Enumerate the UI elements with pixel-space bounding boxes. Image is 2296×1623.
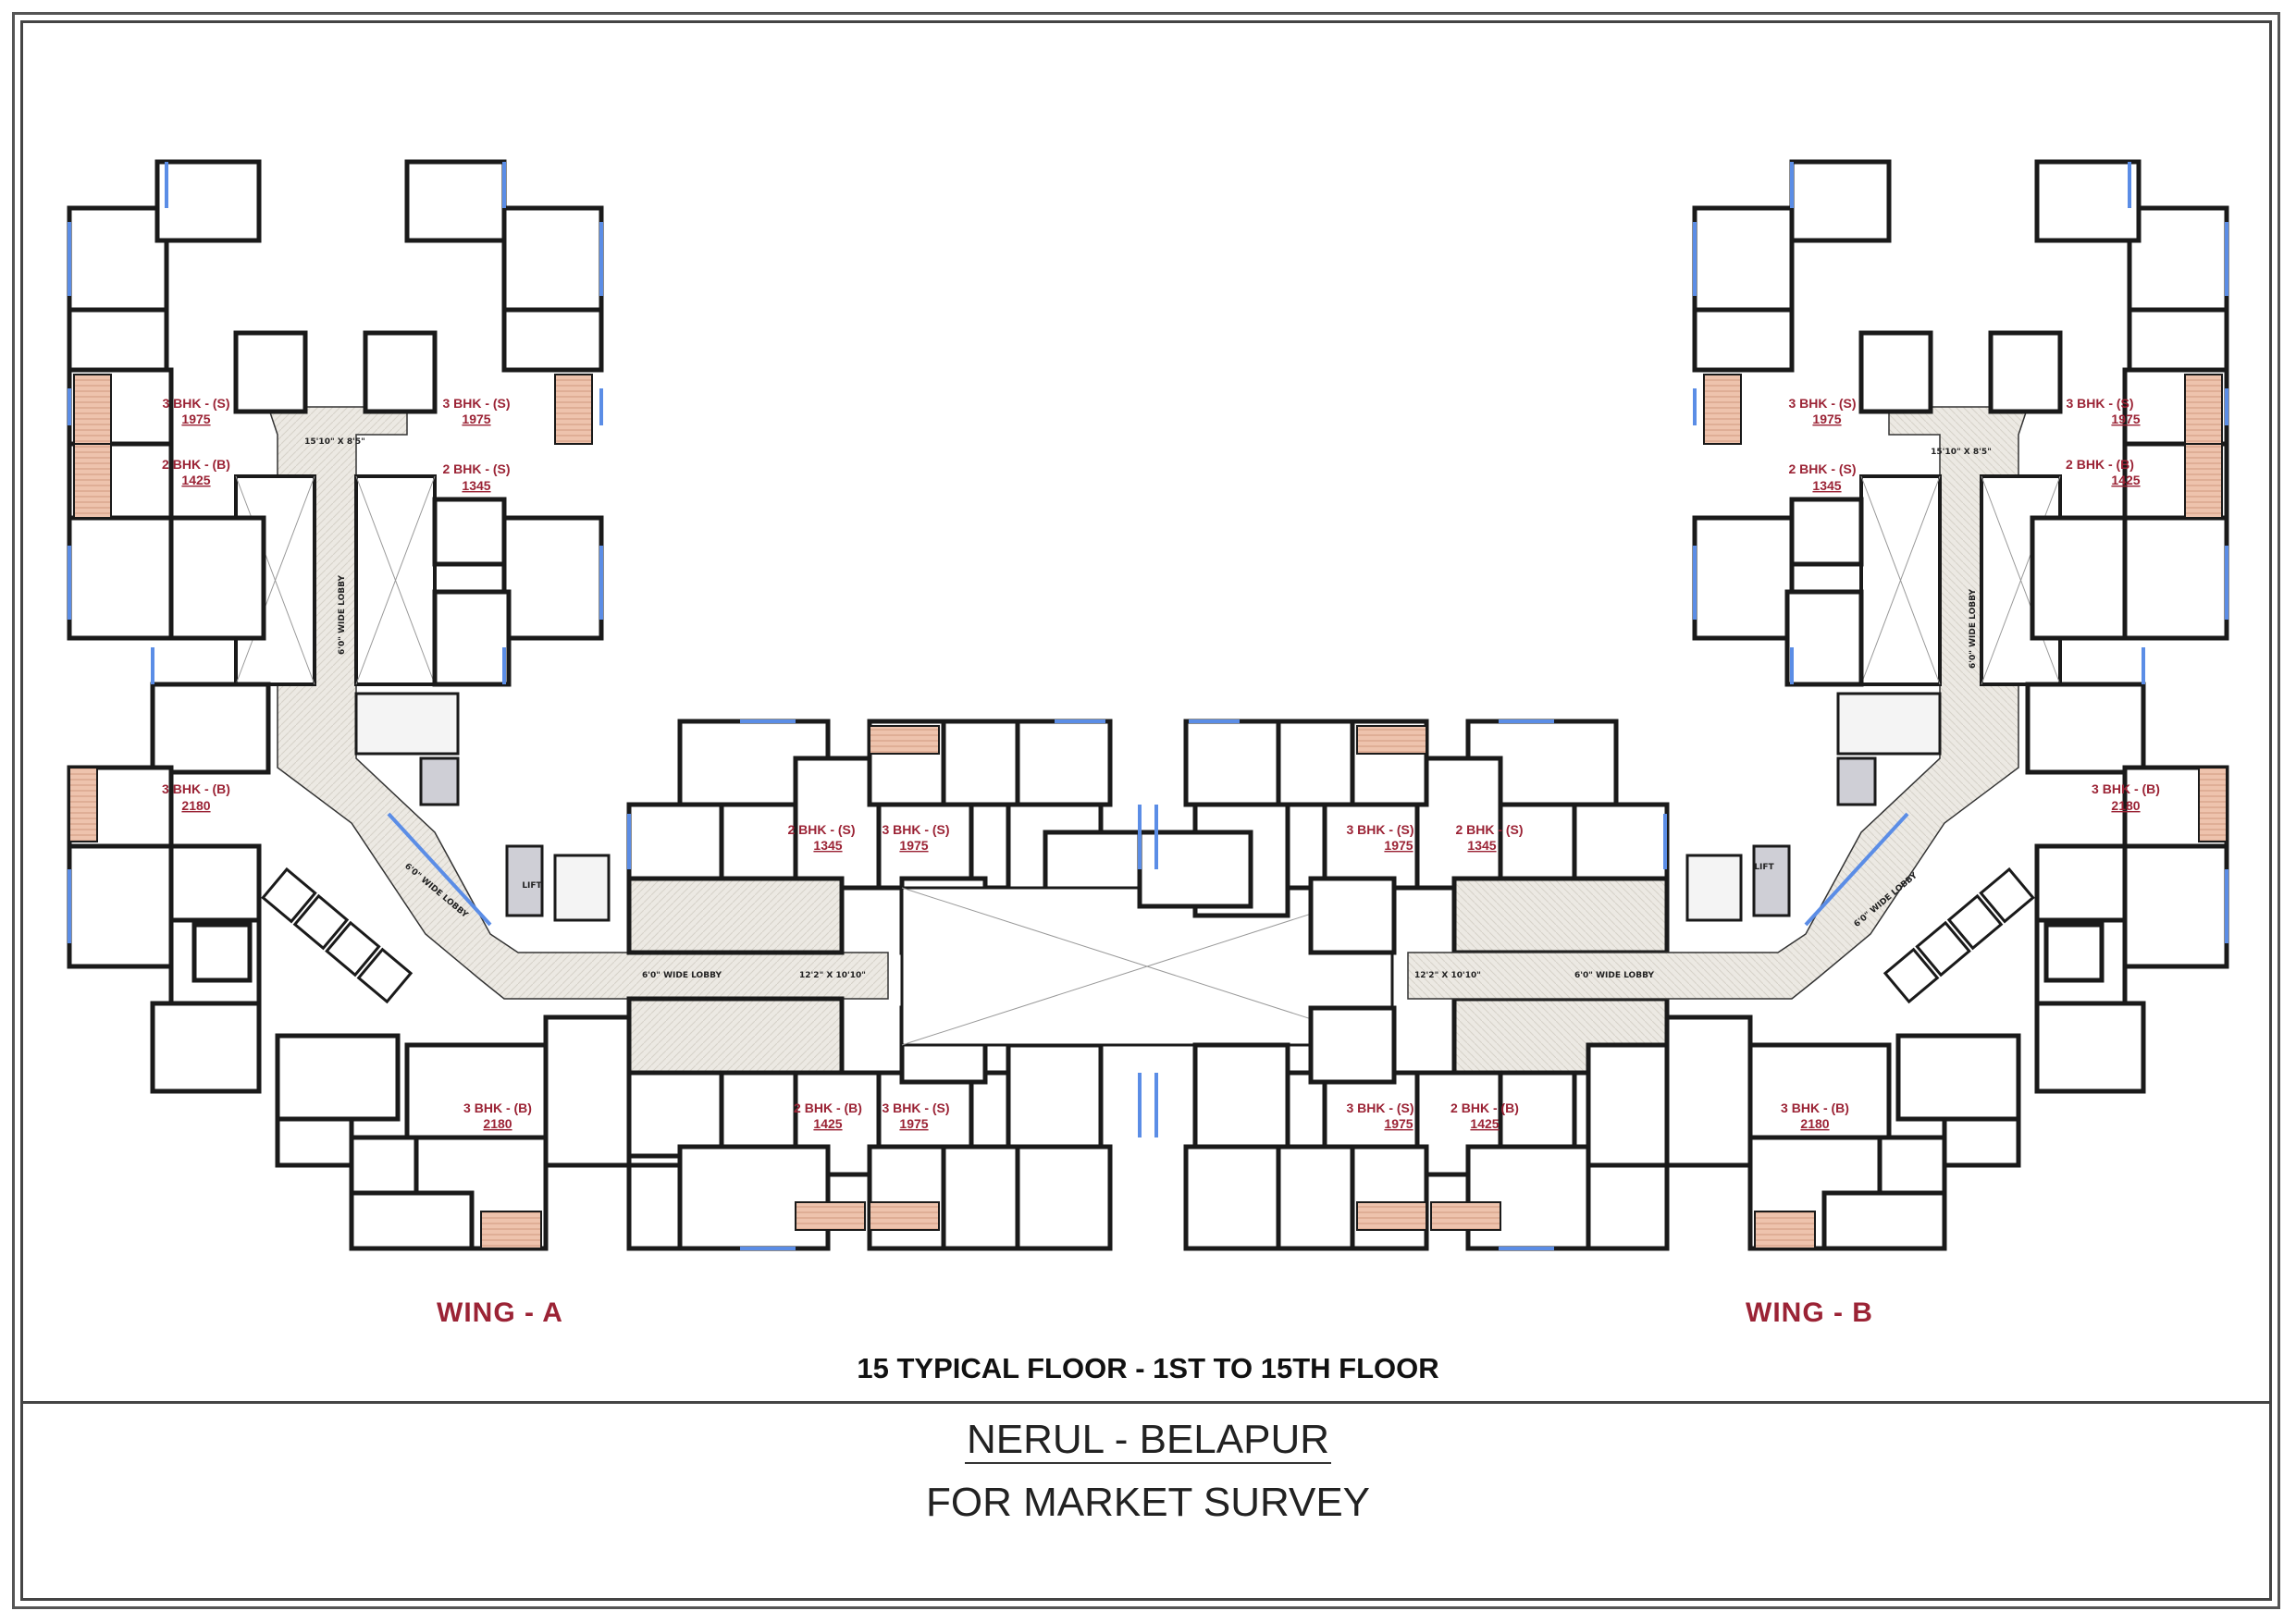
unit-label: 2 BHK - (B) [794, 1100, 862, 1115]
center-block-a [626, 719, 1159, 1251]
unit-label: 3 BHK - (S) [882, 822, 949, 837]
unit-area: 1425 [2111, 473, 2140, 487]
lobby-label: 6'0" WIDE LOBBY [1574, 971, 1654, 980]
lobby-dimension: 12'2" X 10'10" [799, 971, 866, 980]
unit-label: 3 BHK - (B) [2092, 781, 2160, 796]
wing-a-lift-1 [419, 756, 460, 806]
unit-area: 1345 [813, 838, 842, 853]
lobby-dimension: 15'10" X 8'5" [1931, 448, 1992, 457]
unit-label: 3 BHK - (B) [463, 1100, 532, 1115]
sheet-border-inner [20, 20, 2272, 1601]
unit-label: 3 BHK - (S) [882, 1100, 949, 1115]
unit-area: 1975 [2111, 412, 2140, 426]
sheet-border-outer [12, 12, 2280, 1609]
floor-title: 15 TYPICAL FLOOR - 1ST TO 15TH FLOOR [857, 1352, 1439, 1384]
unit-label: 3 BHK - (S) [1346, 822, 1413, 837]
unit-area: 2180 [1800, 1116, 1829, 1131]
lobby-dimension: 15'10" X 8'5" [304, 437, 365, 447]
drawing-purpose: FOR MARKET SURVEY [925, 1480, 1371, 1525]
lobby-label: 6'0" WIDE LOBBY [338, 575, 347, 655]
lobby-label: 6'0" WIDE LOBBY [1969, 589, 1978, 669]
unit-label: 2 BHK - (S) [1455, 822, 1523, 837]
unit-area: 1975 [181, 412, 210, 426]
unit-label: 2 BHK - (B) [1450, 1100, 1519, 1115]
unit-label: 3 BHK - (S) [2066, 396, 2133, 411]
unit-label: 2 BHK - (B) [2066, 457, 2134, 472]
unit-area: 1345 [462, 478, 490, 493]
center-block-b [1137, 719, 1670, 1251]
unit-area: 2180 [483, 1116, 512, 1131]
wing-a-label: WING - A [437, 1297, 563, 1328]
unit-area: 1975 [462, 412, 490, 426]
unit-label: 3 BHK - (B) [1781, 1100, 1849, 1115]
unit-area: 1975 [1384, 838, 1413, 853]
lobby-label: 6'0" WIDE LOBBY [642, 971, 722, 980]
wing-b-label: WING - B [1746, 1297, 1873, 1328]
unit-label: 3 BHK - (B) [162, 781, 230, 796]
unit-label: 2 BHK - (B) [162, 457, 230, 472]
lift-label: LIFT [1754, 863, 1774, 872]
unit-area: 1425 [1470, 1116, 1499, 1131]
unit-area: 1345 [1467, 838, 1496, 853]
wing-a-stair [354, 692, 460, 756]
unit-area: 1975 [1812, 412, 1841, 426]
project-name-text: NERUL - BELAPUR [964, 1417, 1332, 1464]
unit-area: 1345 [1812, 478, 1841, 493]
unit-area: 1425 [181, 473, 210, 487]
unit-area: 2180 [181, 798, 210, 813]
unit-labels: 3 BHK - (S) 1975 3 BHK - (S) 1975 2 BHK … [162, 396, 2160, 1131]
unit-area: 1975 [1384, 1116, 1413, 1131]
unit-area: 1975 [899, 838, 928, 853]
unit-label: 2 BHK - (S) [1788, 461, 1856, 476]
unit-area: 1425 [813, 1116, 842, 1131]
title-block-divider [20, 1401, 2272, 1404]
lobby-dimension: 12'2" X 10'10" [1414, 971, 1481, 980]
unit-label: 3 BHK - (S) [162, 396, 229, 411]
unit-label: 2 BHK - (S) [442, 461, 510, 476]
project-name: NERUL - BELAPUR [0, 1417, 2296, 1464]
lift-label: LIFT [522, 881, 542, 891]
wing-b-plan [1407, 159, 2229, 1251]
wing-a-plan [67, 159, 889, 1251]
unit-label: 3 BHK - (S) [442, 396, 510, 411]
unit-area: 1975 [899, 1116, 928, 1131]
center-windows [627, 719, 1667, 1250]
unit-label: 3 BHK - (S) [1788, 396, 1856, 411]
unit-label: 3 BHK - (S) [1346, 1100, 1413, 1115]
unit-area: 2180 [2111, 798, 2140, 813]
unit-label: 2 BHK - (S) [787, 822, 855, 837]
